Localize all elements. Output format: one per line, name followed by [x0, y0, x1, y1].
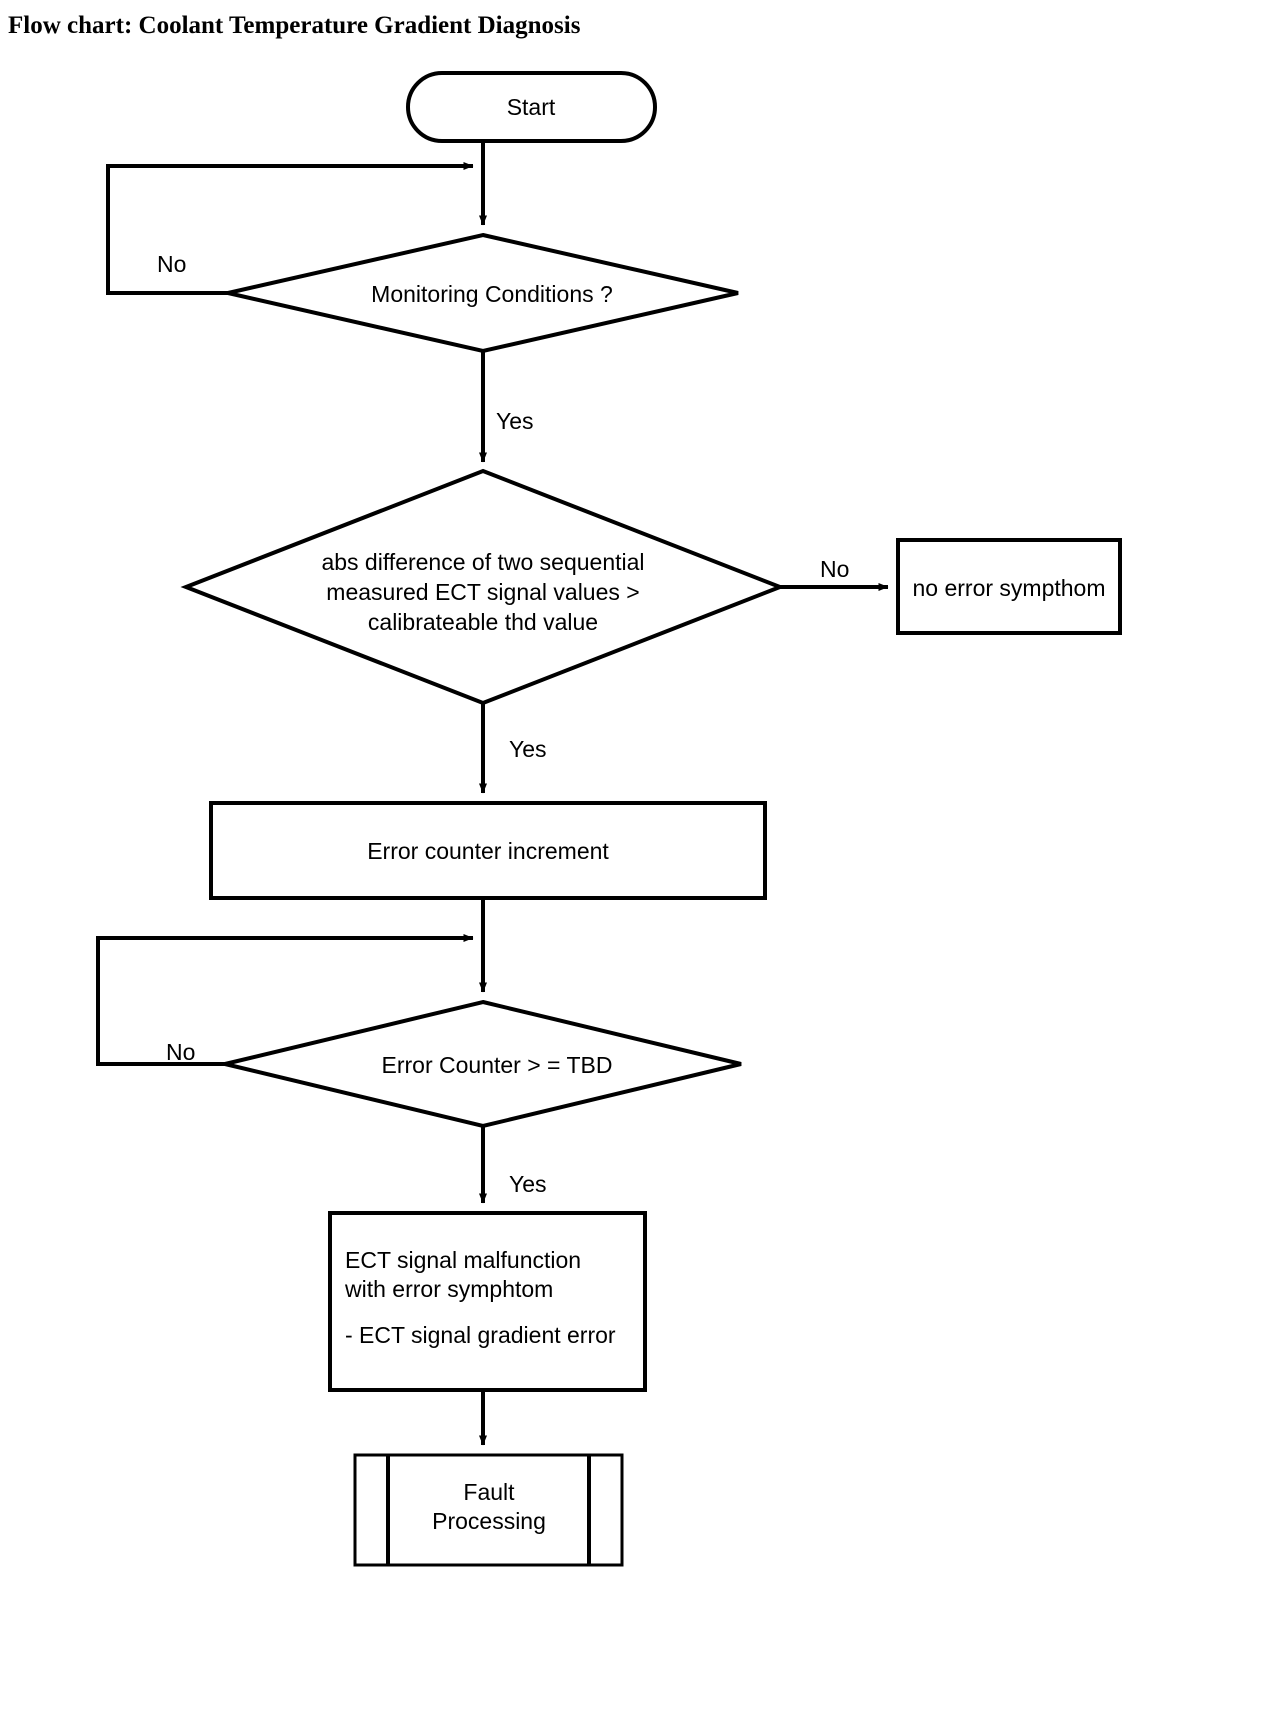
abs-difference-shape: [180, 468, 786, 706]
fault-processing-line-1: Fault: [463, 1479, 515, 1505]
monitoring-shape: [227, 232, 739, 354]
abs-difference-line-3: calibrateable thd value: [368, 609, 598, 635]
edge-label-countertbd-yes: Yes: [509, 1171, 547, 1197]
ect-malfunction-line-4: - ECT signal gradient error: [345, 1322, 616, 1348]
edge-label-absdiff-yes: Yes: [509, 736, 547, 762]
error-counter-increment-shape: [209, 801, 767, 900]
fault-processing-line-2: Processing: [432, 1508, 546, 1534]
fault-processing-shape: [353, 1453, 624, 1567]
node-start[interactable]: Start: [406, 71, 657, 143]
page-title: Flow chart: Coolant Temperature Gradient…: [8, 12, 581, 39]
no-error-sympthom-label: no error sympthom: [912, 575, 1105, 601]
edge-label-monitoring-yes: Yes: [496, 408, 534, 434]
node-abs-difference[interactable]: abs difference of two sequential measure…: [180, 468, 786, 706]
connector-monitoring-no-loop: [106, 162, 474, 295]
node-fault-processing[interactable]: Fault Processing: [353, 1453, 624, 1567]
ect-signal-malfunction-shape: [328, 1211, 647, 1392]
error-counter-increment-label: Error counter increment: [367, 838, 609, 864]
ect-malfunction-line-1: ECT signal malfunction: [345, 1247, 581, 1273]
start-shape: [406, 71, 657, 143]
no-error-sympthom-shape: [896, 538, 1122, 635]
edge-label-countertbd-no: No: [166, 1039, 195, 1065]
node-error-counter-increment[interactable]: Error counter increment: [209, 801, 767, 900]
node-error-counter-threshold[interactable]: Error Counter > = TBD: [224, 999, 742, 1129]
abs-difference-line-2: measured ECT signal values >: [326, 579, 639, 605]
node-monitoring-conditions[interactable]: Monitoring Conditions ?: [227, 232, 739, 354]
connector-countertbd-no-loop: [96, 934, 474, 1066]
monitoring-label: Monitoring Conditions ?: [371, 281, 613, 307]
node-ect-signal-malfunction[interactable]: ECT signal malfunction with error sympht…: [328, 1211, 647, 1392]
error-counter-threshold-label: Error Counter > = TBD: [382, 1052, 613, 1078]
edge-label-monitoring-no: No: [157, 251, 186, 277]
node-no-error-sympthom[interactable]: no error sympthom: [896, 538, 1122, 635]
abs-difference-line-1: abs difference of two sequential: [321, 549, 644, 575]
edge-label-absdiff-no: No: [820, 556, 849, 582]
ect-malfunction-line-2: with error symphtom: [344, 1276, 553, 1302]
start-label: Start: [507, 94, 556, 120]
error-counter-threshold-shape: [224, 999, 742, 1129]
